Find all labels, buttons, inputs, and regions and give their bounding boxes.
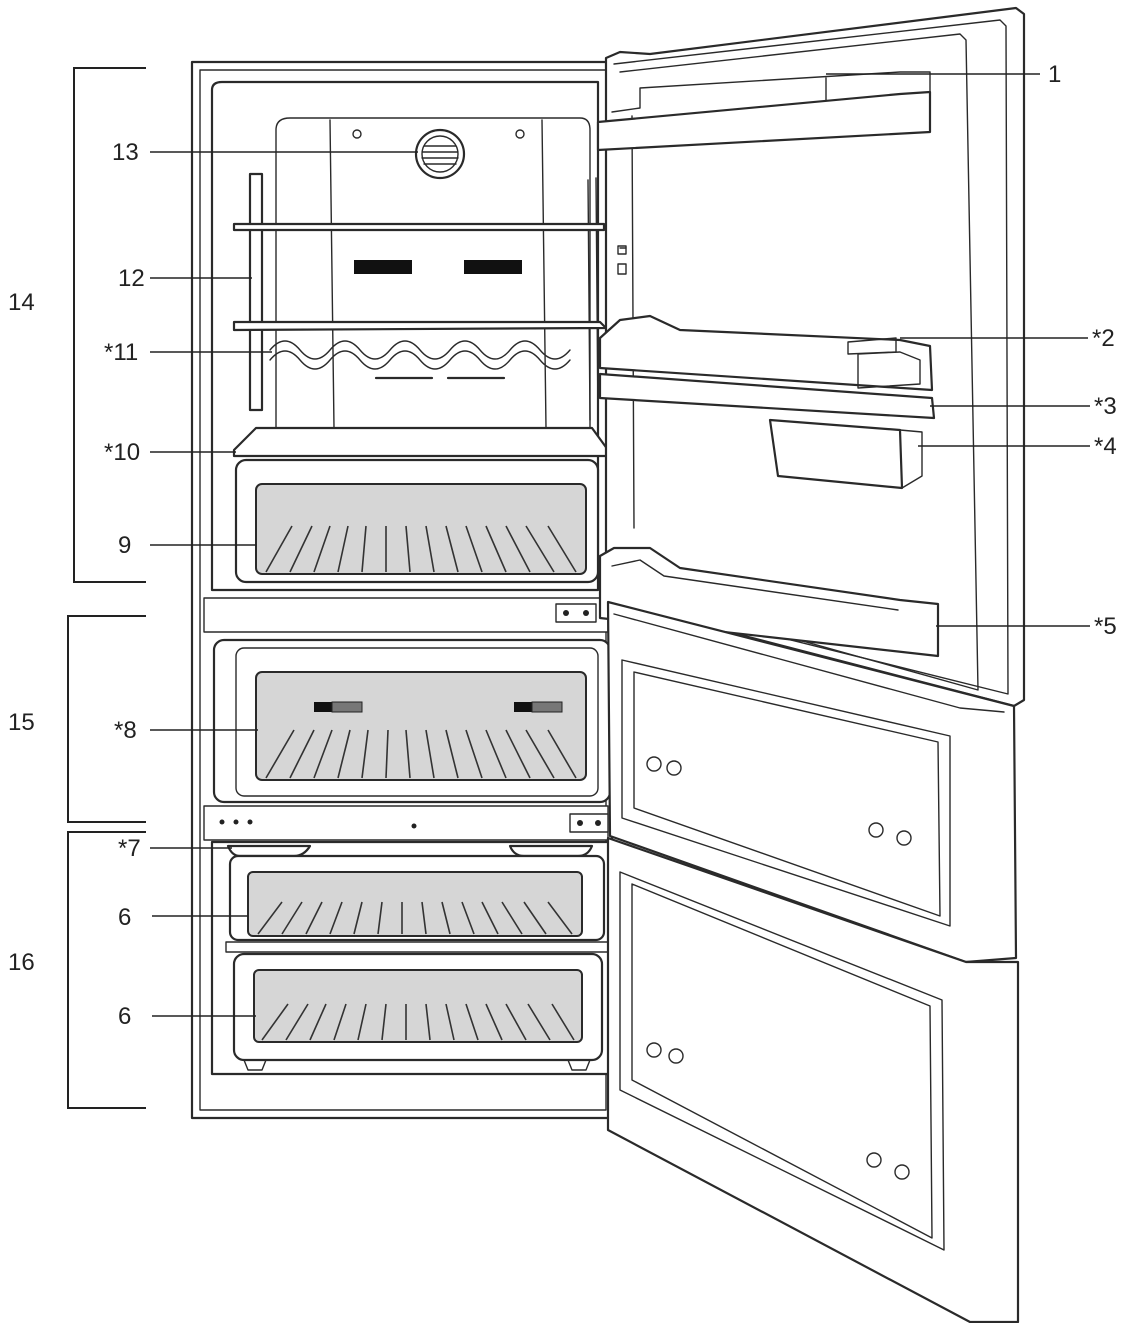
light-strip-left (354, 260, 412, 274)
glass-shelf-bottle-rack (232, 320, 608, 370)
callout-14: 14 (8, 289, 35, 316)
glass-shelf-top (232, 222, 606, 232)
callout-3: *3 (1094, 393, 1117, 420)
door-shelf-middle (598, 372, 936, 420)
callout-16: 16 (8, 949, 35, 976)
freezer-drawer-lower (232, 952, 604, 1071)
callout-10: *10 (104, 439, 140, 466)
callout-5: *5 (1094, 613, 1117, 640)
callout-15: 15 (8, 709, 35, 736)
freezer-door (606, 836, 1020, 1323)
dairy-compartment (596, 71, 932, 152)
fridge-compartment (210, 80, 610, 592)
callout-11: *11 (104, 339, 138, 366)
compartment-divider-2 (203, 805, 609, 841)
compartment-divider-1 (203, 597, 609, 633)
chiller-compartment (212, 638, 612, 804)
door-shelf-upper (598, 314, 934, 392)
callout-7: *7 (118, 835, 141, 862)
leader-lines (150, 73, 1090, 1017)
fan-vent (414, 128, 466, 180)
door-bin-small (768, 418, 923, 490)
freezer-drawer-upper (228, 854, 606, 942)
callout-4: *4 (1094, 433, 1117, 460)
callout-12: 12 (118, 265, 145, 292)
fridge-door (596, 6, 1026, 708)
crisper-drawer (234, 458, 600, 584)
callout-2: *2 (1092, 325, 1115, 352)
light-strip-right (464, 260, 522, 274)
callout-8: *8 (114, 717, 137, 744)
freezer-compartment (210, 840, 614, 1076)
chiller-door (606, 600, 1018, 964)
callout-6-lower: 6 (118, 1003, 131, 1030)
callout-13: 13 (112, 139, 139, 166)
callout-9: 9 (118, 532, 131, 559)
bracket-15 (67, 615, 146, 823)
crisper-cover-shelf (232, 426, 610, 458)
callout-labels: 1 *2 *3 *4 *5 6 6 *7 *8 9 *10 *11 12 13 … (8, 61, 1117, 1030)
callout-6-upper: 6 (118, 904, 131, 931)
bracket-16 (67, 831, 146, 1109)
callout-1: 1 (1048, 61, 1061, 88)
bracket-14 (73, 67, 146, 583)
